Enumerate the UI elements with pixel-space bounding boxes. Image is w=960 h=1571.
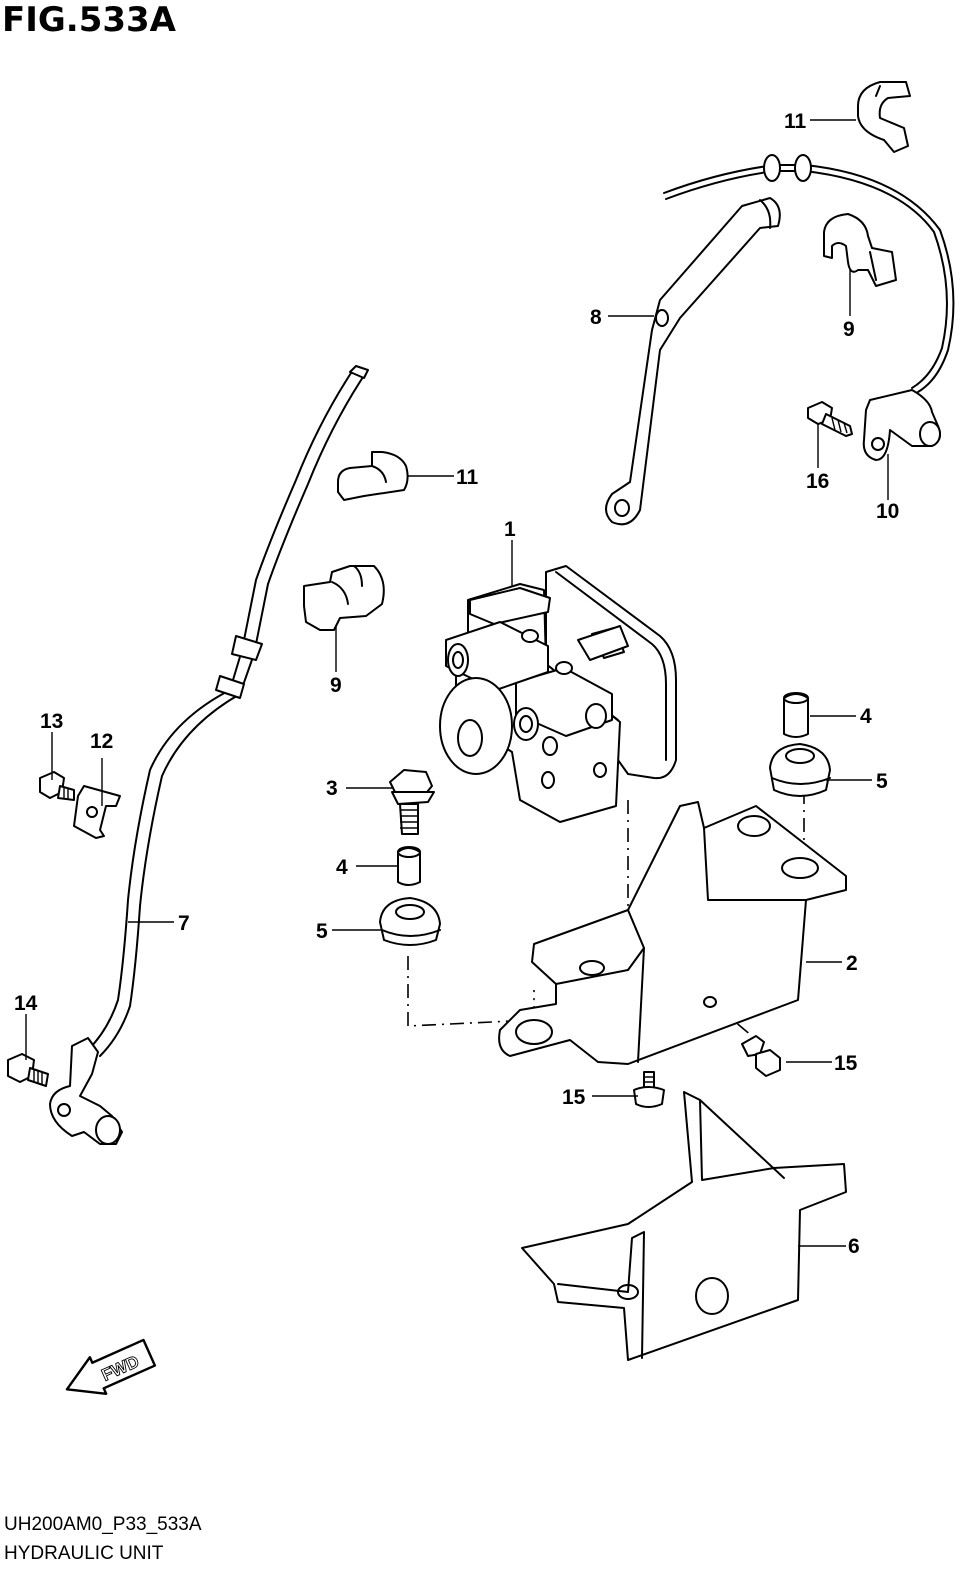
part-13-bolt[interactable]	[39, 771, 75, 801]
callout-8: 8	[590, 306, 602, 329]
fwd-direction-arrow: FWD	[65, 1338, 157, 1395]
callout-9-right: 9	[843, 318, 855, 341]
part-9-clamp-upper[interactable]	[823, 213, 897, 287]
callout-6: 6	[848, 1235, 860, 1258]
part-15-bolt-right[interactable]	[741, 1035, 781, 1077]
part-12-holder[interactable]	[73, 785, 121, 839]
callout-10: 10	[876, 500, 899, 523]
callout-5-right: 5	[876, 770, 888, 793]
part-3-bolt[interactable]	[389, 769, 435, 835]
assembly-line-grommet-left	[407, 956, 535, 1027]
leader-lines	[25, 119, 889, 1247]
figure-title: FIG.533A	[2, 0, 176, 40]
callout-1: 1	[504, 518, 516, 541]
callout-15-right: 15	[834, 1052, 858, 1075]
callout-15-left: 15	[562, 1086, 586, 1109]
part-5-grommet-right[interactable]	[769, 743, 831, 797]
part-1-hydraulic-unit[interactable]	[439, 565, 677, 823]
part-11-clamp-upper[interactable]	[857, 81, 911, 153]
callout-4-right: 4	[860, 705, 872, 728]
figure-code: UH200AM0_P33_533A	[4, 1514, 202, 1535]
callout-9-left: 9	[330, 674, 342, 697]
part-16-bolt[interactable]	[807, 401, 853, 437]
part-4-collar-left[interactable]	[397, 846, 421, 886]
part-5-grommet-left[interactable]	[379, 897, 441, 946]
part-7-wheel-speed-sensor-lower[interactable]	[49, 365, 369, 1145]
callout-14: 14	[14, 992, 38, 1015]
callout-11-right: 11	[784, 110, 807, 133]
figure-name: HYDRAULIC UNIT	[4, 1543, 164, 1564]
part-4-collar-right[interactable]	[783, 692, 809, 738]
callout-13: 13	[40, 710, 63, 733]
part-10-wheel-speed-sensor-upper[interactable]	[663, 154, 955, 461]
callout-2: 2	[846, 952, 858, 975]
callout-5-left: 5	[316, 920, 328, 943]
callout-labels: 1 2 3 4 4 5 5 6 7 8 9 9 10 11 11 12 13 1…	[14, 110, 899, 1258]
callout-7: 7	[178, 912, 190, 935]
callout-4-left: 4	[336, 856, 348, 879]
part-11-clamp-lower[interactable]	[337, 451, 409, 501]
part-14-bolt[interactable]	[7, 1053, 49, 1087]
callout-3: 3	[326, 777, 338, 800]
callout-16: 16	[806, 470, 829, 493]
part-9-clamp-lower[interactable]	[303, 565, 385, 631]
part-6-lower-cover[interactable]	[521, 1091, 847, 1361]
part-8-bracket-arm[interactable]	[605, 197, 781, 526]
callout-12: 12	[90, 730, 113, 753]
callout-11-left: 11	[456, 466, 479, 489]
part-15-bolt-lower[interactable]	[633, 1071, 665, 1108]
part-2-mounting-bracket[interactable]	[498, 801, 847, 1065]
